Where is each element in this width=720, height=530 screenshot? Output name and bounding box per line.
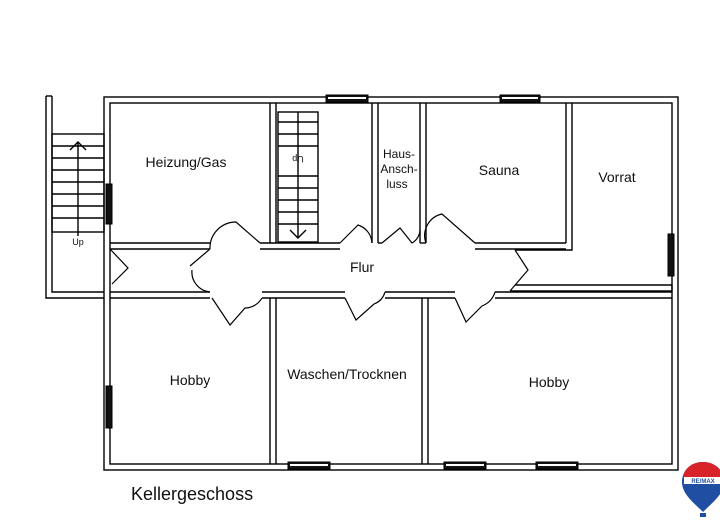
corridor-top-wall <box>110 242 566 250</box>
stair-label-outer: Up <box>72 237 84 247</box>
outer-stair <box>51 133 105 236</box>
room-label-heizung: Heizung/Gas <box>146 154 227 170</box>
floor-title: Kellergeschoss <box>131 484 253 504</box>
room-label-sauna: Sauna <box>479 162 520 178</box>
inner-stair <box>277 111 319 243</box>
room-label-hausanschluss-3: luss <box>386 177 407 191</box>
outer-walls <box>103 96 679 471</box>
room-label-hobby-left: Hobby <box>170 372 210 388</box>
room-label-hausanschluss-1: Haus- <box>383 147 415 161</box>
doors <box>109 213 529 326</box>
room-label-hobby-right: Hobby <box>529 374 569 390</box>
outer-stair-enclosure <box>45 95 104 299</box>
room-label-flur: Flur <box>350 259 374 275</box>
room-label-waschen: Waschen/Trocknen <box>287 366 407 382</box>
corridor-bottom-wall <box>110 291 672 299</box>
top-room-walls <box>269 103 673 292</box>
stair-label-inner: Up <box>292 154 304 164</box>
room-label-hausanschluss-2: Ansch- <box>380 162 417 176</box>
bottom-room-walls <box>269 298 429 464</box>
room-label-vorrat: Vorrat <box>598 169 635 185</box>
logo-text: RE/MAX <box>691 479 714 485</box>
remax-balloon-logo: RE/MAX <box>682 462 720 517</box>
